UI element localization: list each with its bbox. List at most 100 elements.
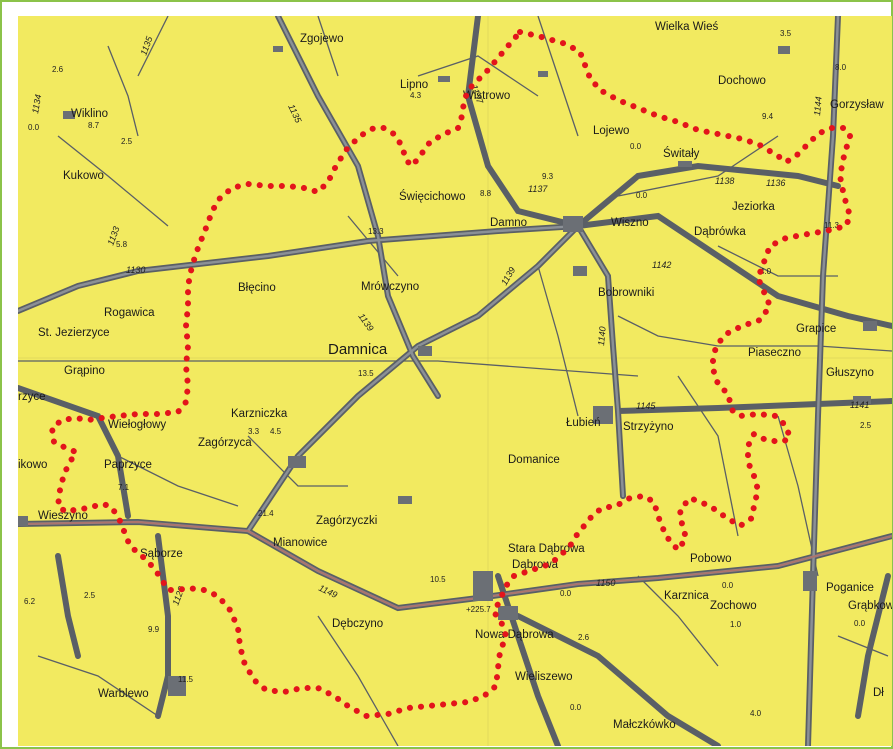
place-label: Mianowice [273,537,327,549]
distance-marker: 11.5 [178,675,194,684]
distance-marker: 3.5 [780,29,792,38]
distance-marker: 3.3 [248,427,260,436]
distance-marker: 4.3 [410,91,422,100]
road-map: Zgojewo Lipno Wielka Wieś Dochowo Gorzys… [18,16,892,746]
place-label: Piaseczno [748,347,801,359]
distance-marker: 4.0 [750,709,762,718]
place-label: Nowa Dąbrowa [475,629,554,641]
distance-marker: 2.6 [578,633,590,642]
distance-marker: 8.7 [88,121,100,130]
distance-marker: 11.3 [824,221,840,230]
place-label: Damnica [328,341,388,358]
place-label: Dębczyno [332,618,383,630]
minor-roads [18,16,892,746]
place-label: Bobrowniki [598,287,654,299]
place-label: Lojewo [593,125,629,137]
place-label: Zochowo [710,600,757,612]
place-label: Święcichowo [399,190,465,203]
place-label: Łubień [566,417,601,429]
distance-marker: 9.9 [148,625,160,634]
road-number: 1145 [636,401,656,411]
place-label: Pobowo [690,553,732,565]
place-label: Mrówczyno [361,281,419,293]
place-label: rzyce [18,391,45,403]
place-label: Wielka Wieś [655,21,719,33]
road-number: 1138 [715,176,734,186]
road-number: 1150 [596,578,615,588]
place-label: Rogawica [104,307,155,319]
place-label: Gorzysław [830,99,884,111]
place-label: Błęcino [238,282,276,294]
place-label: Karznica [664,590,709,602]
distance-marker: 2.6 [52,65,64,74]
distance-marker: 6.2 [24,597,36,606]
distance-labels: 2.6 0.0 8.7 2.5 4.3 3.5 8.0 9.4 0.0 9.3 … [24,29,872,718]
place-label: Małczkówko [613,719,676,731]
distance-marker: 0.0 [28,123,40,132]
place-label: Karzniczka [231,408,288,420]
place-label: Wistrowo [463,90,510,102]
distance-marker: 2.5 [84,591,96,600]
distance-marker: 8.8 [480,189,492,198]
place-label: Wiklino [71,108,108,120]
place-label: St. Jezierzyce [38,327,110,339]
road-number: 1137 [528,184,548,194]
distance-marker: 1.0 [730,620,742,629]
place-label: Paprzyce [104,459,152,471]
distance-marker: 13.3 [368,227,384,236]
distance-marker: 2.5 [860,421,872,430]
distance-marker: 4.0 [760,267,772,276]
distance-marker: +225.7 [466,605,491,614]
place-label: Zgojewo [300,33,343,45]
place-label: Głuszyno [826,367,874,379]
road-number: 1134 [30,94,43,115]
place-label: Warblewo [98,688,149,700]
place-label: Wieliszewo [515,671,573,683]
place-label: Jeziorka [732,201,775,213]
place-label: Damno [490,217,527,229]
distance-marker: 0.0 [722,581,734,590]
place-label: Wieszyno [38,510,88,522]
distance-marker: 0.0 [636,191,648,200]
distance-marker: 9.4 [762,112,774,121]
road-number: 1140 [596,326,608,346]
place-label: Lipno [400,79,428,91]
place-labels: Zgojewo Lipno Wielka Wieś Dochowo Gorzys… [18,21,892,731]
place-label: Wiszno [611,217,649,229]
place-label: Wiełogłowy [108,419,166,431]
distance-marker: 9.3 [542,172,554,181]
distance-marker: 5.8 [116,240,128,249]
route-dotted-path [49,29,853,719]
place-label: Domanice [508,454,560,466]
distance-marker: 13.5 [358,369,374,378]
place-label: Dł [873,687,884,699]
distance-marker: 8.0 [835,63,847,72]
place-label: Zagórzyca [198,437,252,449]
distance-marker: 10.5 [430,575,446,584]
road-number: 1136 [766,178,785,188]
place-label: ikowo [18,459,47,471]
distance-marker: 0.0 [570,703,582,712]
distance-marker: 7.1 [118,483,130,492]
distance-marker: 4.5 [270,427,282,436]
place-label: Sąborze [140,548,183,560]
distance-marker: 0.0 [560,589,572,598]
distance-marker: 21.4 [258,509,274,518]
place-label: Grąbkowo [848,600,892,612]
place-label: Grąpino [64,365,105,377]
settlement-blocks [18,46,877,696]
place-label: Strzyżyno [623,421,674,433]
place-label: Grapice [796,323,836,335]
road-number: 1141 [850,400,869,410]
place-label: Kukowo [63,170,104,182]
distance-marker: 0.0 [630,142,642,151]
place-label: Poganice [826,582,874,594]
place-label: Zagórzyczki [316,515,377,527]
place-label: Dąbrówka [694,226,746,238]
distance-marker: 0.0 [854,619,866,628]
distance-marker: 2.5 [121,137,133,146]
place-label: Dochowo [718,75,766,87]
place-label: Świtały [663,147,700,160]
road-number: 1130 [126,265,145,275]
